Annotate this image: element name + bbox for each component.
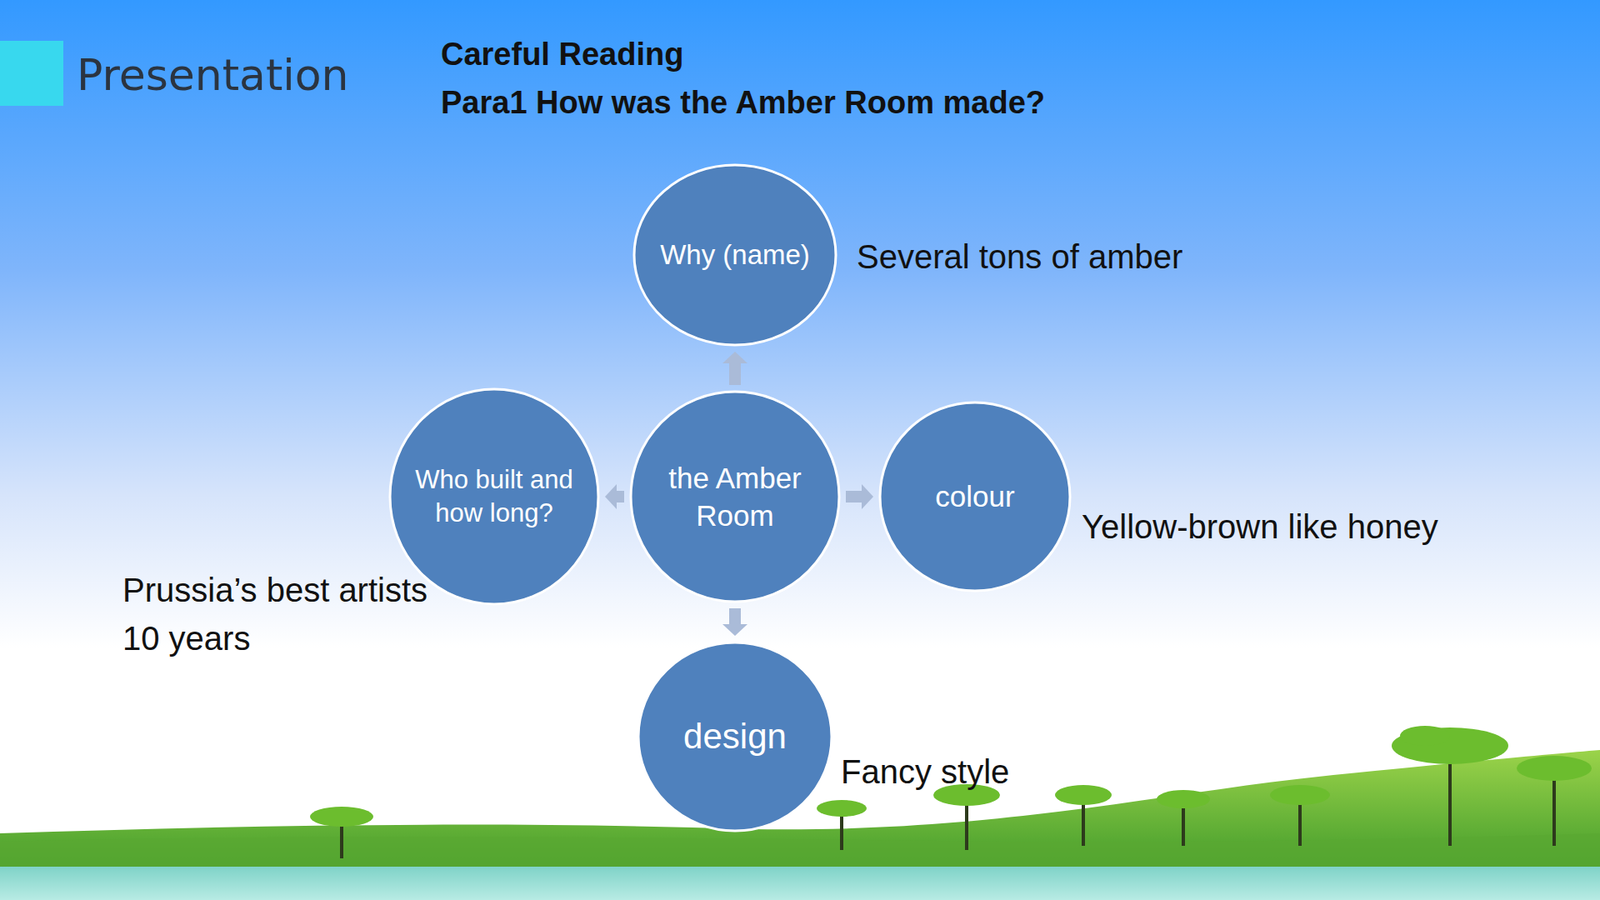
section-heading: Presentation [76,50,350,100]
topic-circle: design [636,640,834,833]
topic-circle: Who built and how long? [388,387,600,606]
circle-label: Why (name) [660,237,810,274]
circle-text-holder: colour [935,477,1015,516]
circle-shape [388,387,600,606]
circle-text-holder: Why (name) [660,237,810,274]
circle-text-holder: the Amber Room [651,459,819,535]
circle-label: Who built and how long? [415,463,574,531]
answer-note: Fancy style [840,753,1010,791]
topic-circle: colour [878,400,1072,593]
circle-text-holder: Who built and how long? [415,463,574,531]
question-heading: Para1 How was the Amber Room made? [440,85,1045,121]
answer-note: Yellow-brown like honey [1081,508,1439,546]
answer-note: Several tons of amber [856,238,1183,276]
slide-title: Careful Reading [440,36,684,73]
answer-note: 10 years [122,620,250,658]
connector-arrow [722,351,748,385]
circle-text-holder: design [683,714,787,760]
tree-group [310,725,1592,859]
connector-arrow [605,484,625,510]
circle-shape [629,390,841,604]
accent-square [0,40,64,106]
connector-arrow [845,484,874,510]
topic-circle: Why (name) [632,163,838,347]
answer-note: Prussia’s best artists [122,571,428,610]
circle-label: colour [935,477,1015,516]
connector-arrow [722,608,748,636]
circle-label: design [683,714,787,760]
circle-label: the Amber Room [651,459,819,535]
topic-circle: the Amber Room [629,390,841,604]
